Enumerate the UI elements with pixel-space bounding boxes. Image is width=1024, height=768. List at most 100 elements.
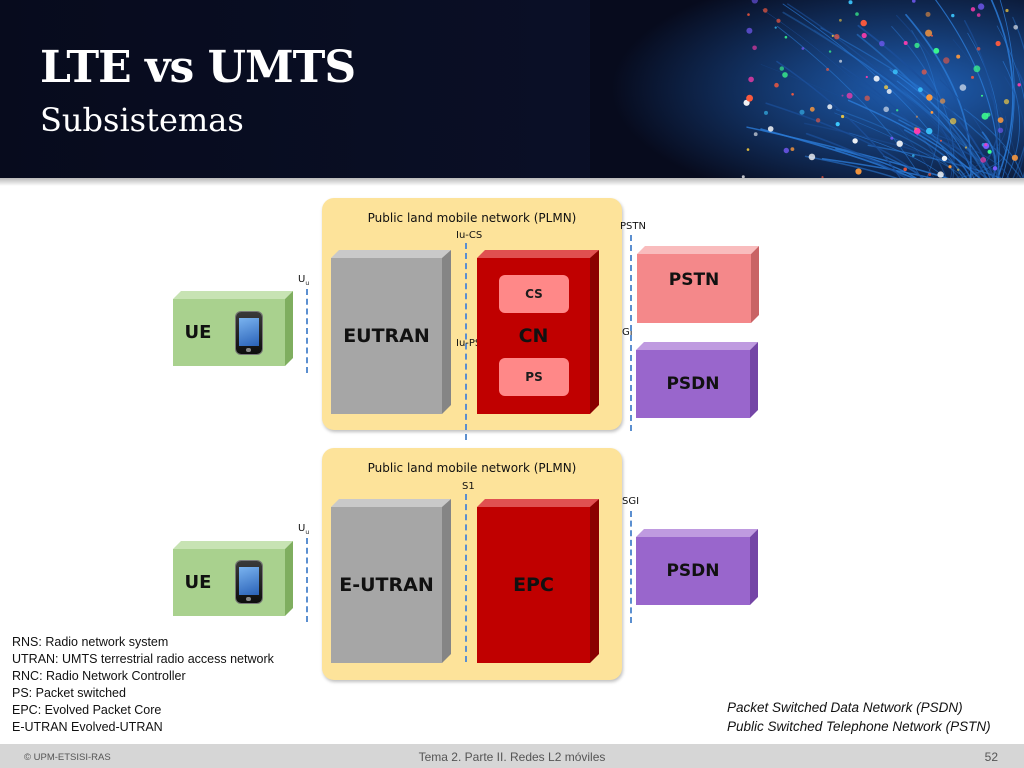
fiber-strand [782,11,995,178]
fiber-strand [782,3,964,178]
fiber-light-dot [886,89,892,94]
fiber-light-dot [783,147,789,154]
fiber-strand [860,60,992,178]
fiber-light-dot [860,19,867,27]
umts-gi-label: Gi [622,327,633,338]
fiber-light-dot [764,110,768,115]
abbreviation-legend: RNS: Radio network system UTRAN: UMTS te… [12,634,274,736]
fiber-strand [889,69,991,178]
umts-pstn-interface-label: PSTN [620,221,646,232]
slide-subtitle: Subsistemas [40,101,244,139]
legend-item: EPC: Evolved Packet Core [12,703,162,717]
slide-title: LTE vs UMTS [40,42,356,93]
fiber-light-dot [931,34,933,37]
fiber-light-dot [746,148,750,151]
lte-s1-interface-line [465,494,467,662]
fiber-light-dot [763,8,768,13]
fiber-light-dot [912,154,915,157]
lte-access-label: E-UTRAN [339,574,434,596]
fiber-strand [787,3,982,178]
fiber-light-dot [767,126,774,132]
fiber-strand [835,148,917,178]
fiber-light-dot [915,115,918,118]
umts-pstn-block: PSTN [637,246,759,323]
page-number: 52 [984,750,998,764]
fiber-strand [903,129,968,178]
umts-access-block: EUTRAN [331,250,451,414]
fiber-strand [911,30,940,178]
fiber-light-dot [799,109,805,115]
umts-iucs-label: Iu-CS [456,230,483,241]
fiber-light-dot [1011,154,1018,161]
fiber-light-dot [943,57,950,64]
fiber-strand [955,115,1007,178]
fiber-strand [805,132,908,178]
lte-access-block: E-UTRAN [331,499,451,663]
fiber-light-dot [980,157,987,163]
legend-item: UTRAN: UMTS terrestrial radio access net… [12,652,274,666]
fiber-strand [856,33,988,178]
fiber-light-dot [1017,83,1021,87]
umts-iups-label: Iu-PS [456,338,482,349]
fiber-light-dot [916,133,919,136]
fiber-light-dot [801,47,805,50]
fiber-optics-image [590,0,1024,178]
fiber-light-dot [925,11,931,17]
umts-external-interface-line [630,235,632,431]
fiber-light-dot [855,168,862,175]
fiber-strand [905,124,1010,178]
lte-core-block: EPC [477,499,599,663]
fiber-light-dot [751,0,758,4]
fiber-light-dot [855,12,859,16]
fiber-light-dot [827,104,833,110]
lte-psdn-block: PSDN [636,529,758,605]
fiber-light-dot [1005,8,1009,13]
footer-topic: Tema 2. Parte II. Redes L2 móviles [418,750,606,764]
fiber-strand [776,60,902,178]
fiber-light-dot [774,82,779,88]
fiber-light-dot [940,139,942,142]
note-pstn: Public Switched Telephone Network (PSTN) [727,719,991,734]
fiber-strand [896,14,973,178]
fiber-light-dot [977,3,985,10]
umts-plmn-label: Public land mobile network (PLMN) [367,211,577,225]
fiber-strand [804,122,989,178]
fiber-light-dot [839,59,843,63]
fiber-light-dot [883,106,889,113]
fiber-strand [834,112,967,178]
fiber-strand [804,155,899,178]
fiber-light-dot [831,34,834,38]
fiber-light-dot [896,109,899,112]
fiber-light-dot [826,68,830,71]
fiber-strand [996,25,1024,178]
fiber-light-dot [971,75,974,79]
fiber-light-dot [997,127,1004,133]
umts-uu-interface-line [306,289,308,373]
fiber-strand [990,0,1014,178]
fiber-light-dot [903,167,907,172]
umts-ps-domain: PS [499,358,569,396]
fiber-light-dot [941,155,948,162]
fiber-light-dot [981,112,989,120]
umts-cs-domain: CS [499,275,569,313]
fiber-light-dot [973,65,981,73]
fiber-light-dot [835,122,840,127]
lte-psdn-label: PSDN [666,561,720,581]
umts-uu-label: Uu [298,274,310,287]
fiber-strand [762,9,935,178]
fiber-light-dot [997,117,1004,123]
fiber-strand [847,99,981,178]
fiber-light-dot [957,168,960,171]
fiber-light-dot [896,140,903,147]
fiber-light-dot [791,93,794,96]
fiber-strand [967,32,1001,178]
fiber-light-dot [949,118,957,125]
umts-access-label: EUTRAN [343,325,430,347]
fiber-strand [934,0,1000,178]
fiber-light-dot [939,98,946,104]
umts-psdn-block: PSDN [636,342,758,418]
fiber-light-dot [981,94,983,97]
fiber-light-dot [903,41,908,45]
lte-ue-block: UE [173,541,293,616]
